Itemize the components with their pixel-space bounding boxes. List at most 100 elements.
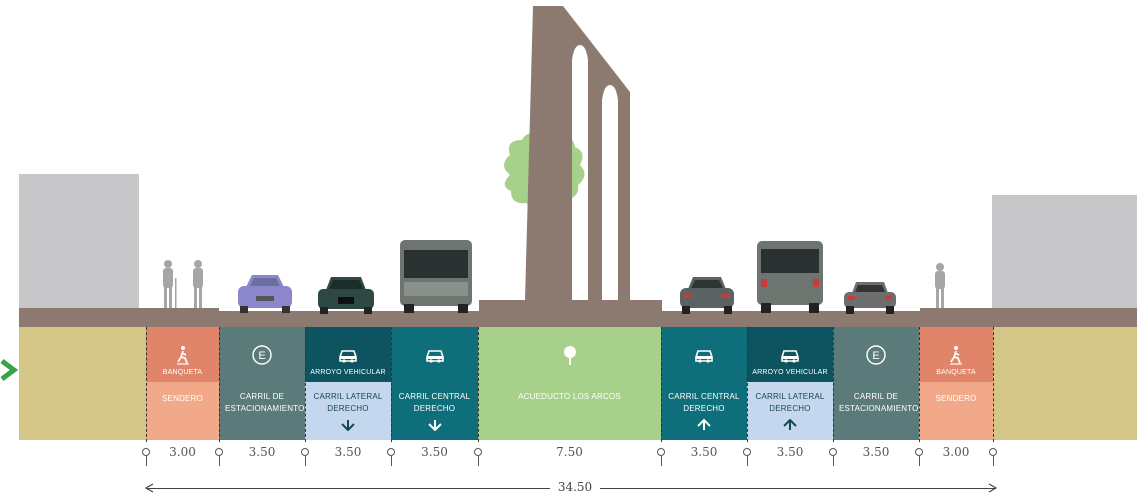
lane-divider: [478, 327, 479, 442]
dimension-pin-stem: [833, 456, 834, 466]
lane-4: CARRIL CENTRAL DERECHO: [391, 327, 478, 440]
lane-1: BANQUETA SENDERO: [146, 327, 219, 440]
dimension-pin: [829, 448, 837, 456]
lane-width-label: 3.00: [942, 445, 970, 459]
lane-bottom-label: CARRIL DE ESTACIONAMIENTO: [225, 392, 305, 413]
lane-divider: [391, 327, 392, 442]
lane-divider: [661, 327, 662, 442]
lane-3: ARROYO VEHICULAR CARRIL LATERAL DERECHO: [305, 327, 391, 440]
lane-width-label: 7.50: [556, 445, 583, 459]
lane-bottom-label: CARRIL LATERAL DERECHO: [755, 392, 825, 413]
lane-header: [661, 327, 747, 382]
tree-icon: [563, 346, 576, 365]
lane-bottom-label: SENDERO: [162, 394, 203, 403]
median-platform: [479, 300, 662, 314]
lane-bottom-label: CARRIL CENTRAL DERECHO: [668, 392, 740, 413]
lane-divider: [219, 327, 220, 442]
lane-top-label: ARROYO VEHICULAR: [310, 369, 386, 376]
dimension-pin: [657, 448, 665, 456]
dimension-pin-stem: [219, 456, 220, 466]
dimension-pin: [387, 448, 395, 456]
lane-divider: [747, 327, 748, 442]
lane-header: [305, 327, 391, 382]
aqueduct-arches: [525, 6, 630, 300]
dimension-pin-stem: [919, 456, 920, 466]
right-sidewalk-raised: [920, 308, 1137, 314]
lane-header: [219, 327, 305, 382]
dimension-pin-stem: [661, 456, 662, 466]
lane-header: [146, 327, 219, 382]
dimension-pin-stem: [993, 456, 994, 466]
car-red-left: [680, 277, 734, 314]
car-dark-green-left: [318, 277, 374, 314]
lane-header: [391, 327, 478, 382]
aqueduct-illustration: [504, 6, 630, 300]
lane-width-label: 3.50: [690, 445, 718, 459]
lane-width-label: 3.00: [169, 445, 196, 459]
lane-6: CARRIL CENTRAL DERECHO: [661, 327, 747, 440]
lane-divider: [993, 327, 994, 442]
lane-bottom-label: CARRIL CENTRAL DERECHO: [398, 392, 471, 413]
lane-divider: [146, 327, 147, 442]
dimension-pin: [474, 448, 482, 456]
dimension-pin-stem: [305, 456, 306, 466]
dimension-pin: [301, 448, 309, 456]
svg-text:E: E: [872, 350, 879, 362]
dimension-pin-stem: [391, 456, 392, 466]
left-building: [19, 174, 139, 314]
dimension-pin-stem: [146, 456, 147, 466]
bus-right: [757, 241, 823, 313]
lane-bottom-label: ACUEDUCTO LOS ARCOS: [518, 392, 621, 401]
lane-divider: [305, 327, 306, 442]
lane-top-label: BANQUETA: [162, 369, 203, 376]
car-grey-right: [844, 282, 896, 314]
dimension-pin: [915, 448, 923, 456]
car-icon: [695, 350, 713, 363]
pedestrian-figures-left: [163, 260, 203, 308]
lane-top-label: BANQUETA: [936, 369, 976, 376]
pedestrian-icon: [950, 346, 962, 365]
dimension-pin-stem: [478, 456, 479, 466]
ground-right: [993, 327, 1137, 440]
right-building: [992, 195, 1137, 315]
lane-width-label: 3.50: [248, 445, 276, 459]
bus-left: [400, 240, 472, 313]
pedestrian-figure-right: [935, 263, 945, 308]
pedestrian-icon: [176, 346, 189, 365]
lane-header: [919, 327, 993, 382]
lane-width-label: 3.50: [862, 445, 890, 459]
car-purple: [238, 275, 292, 313]
dimension-pin: [743, 448, 751, 456]
arrow-down-icon: [341, 420, 355, 431]
lane-bottom-label: CARRIL LATERAL DERECHO: [313, 392, 383, 413]
arrow-up-icon: [783, 419, 797, 430]
lane-5: ACUEDUCTO LOS ARCOS: [478, 327, 661, 440]
lane-divider: [919, 327, 920, 442]
dimension-pin: [142, 448, 150, 456]
arrow-left-icon: [144, 483, 154, 493]
lane-width-label: 3.50: [421, 445, 448, 459]
left-sidewalk-raised: [19, 308, 219, 314]
ground-left: [19, 327, 146, 440]
lane-header: [833, 327, 919, 382]
arrow-down-icon: [427, 420, 442, 431]
lane-header: [747, 327, 833, 382]
lane-2: E CARRIL DE ESTACIONAMIENTO: [219, 327, 305, 440]
lane-divider: [833, 327, 834, 442]
car-icon: [339, 350, 357, 363]
dimension-pin: [215, 448, 223, 456]
arrow-up-icon: [697, 419, 711, 430]
car-icon: [781, 350, 799, 363]
car-icon: [425, 350, 444, 363]
parking-icon: E: [252, 345, 272, 365]
lane-width-label: 3.50: [776, 445, 804, 459]
lane-8: E CARRIL DE ESTACIONAMIENTO: [833, 327, 919, 440]
lane-bottom-label: CARRIL DE ESTACIONAMIENTO: [839, 392, 919, 413]
dimension-pin: [989, 448, 997, 456]
total-width-label: 34.50: [550, 480, 600, 494]
road-surface: [19, 311, 1137, 327]
parking-icon: E: [866, 345, 886, 365]
arrow-right-icon: [988, 483, 998, 493]
